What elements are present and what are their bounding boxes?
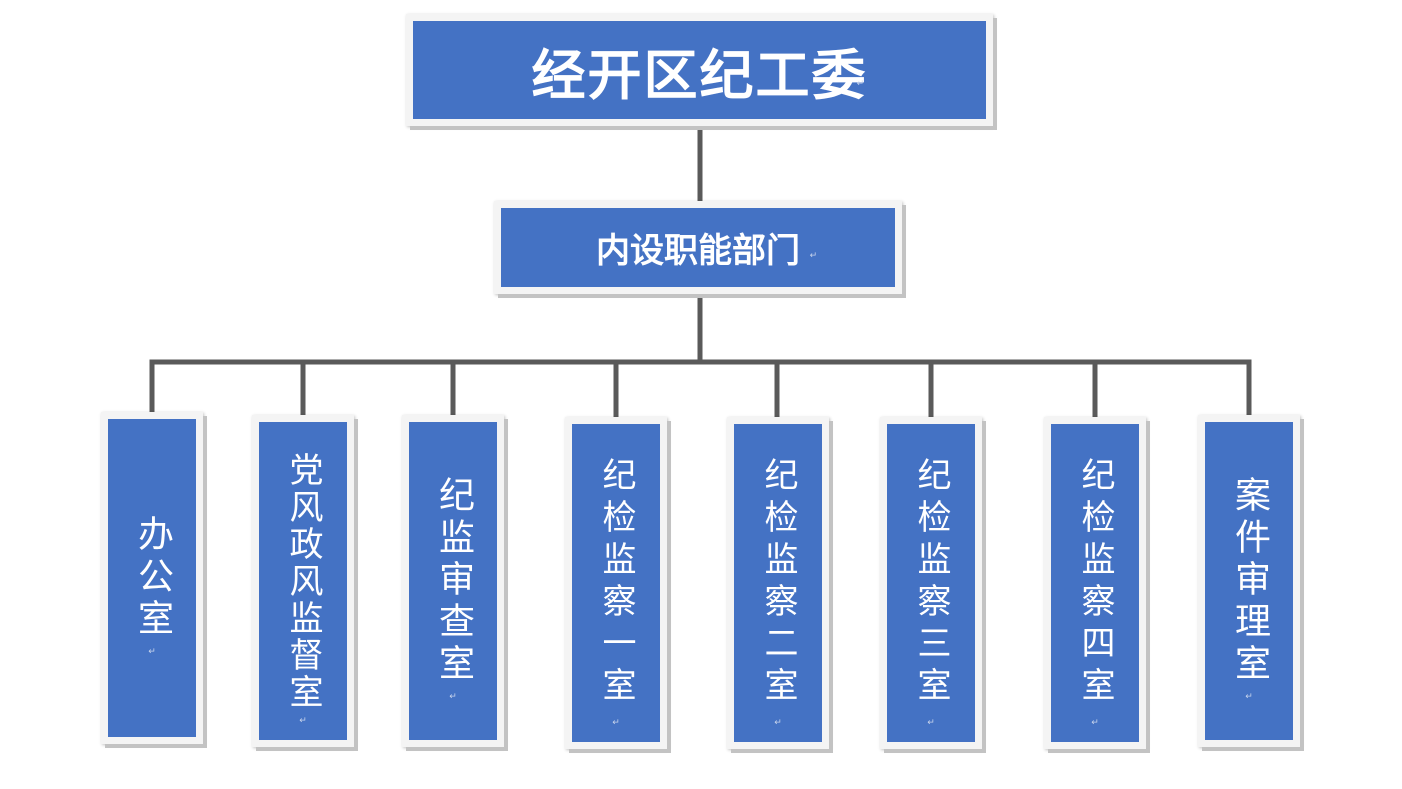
paragraph-mark-icon: ↵ bbox=[1245, 692, 1253, 702]
paragraph-mark-icon: ↵ bbox=[612, 718, 620, 728]
dept-node-inspection-3: 纪检监察三室 ↵ bbox=[880, 417, 982, 749]
root-node: 经开区纪工委 ↵ bbox=[406, 14, 993, 126]
dept-label: 纪检监察四室 bbox=[1075, 457, 1115, 709]
paragraph-mark-icon: ↵ bbox=[856, 79, 865, 89]
dept-node-office: 办公室 ↵ bbox=[101, 412, 203, 744]
dept-node-inspection-4: 纪检监察四室 ↵ bbox=[1044, 417, 1146, 749]
paragraph-mark-icon: ↵ bbox=[809, 251, 818, 261]
paragraph-mark-icon: ↵ bbox=[148, 647, 156, 657]
dept-node-case-review: 案件审理室 ↵ bbox=[1198, 415, 1300, 747]
dept-label: 案件审理室 bbox=[1229, 476, 1270, 686]
dept-node-party-style-supervision: 党风政风监督室 ↵ bbox=[252, 415, 354, 747]
dept-label: 纪监审查室 bbox=[433, 476, 474, 686]
middle-node-label: 内设职能部门 bbox=[596, 231, 800, 271]
dept-node-inspection-1: 纪检监察一室 ↵ bbox=[565, 417, 667, 749]
paragraph-mark-icon: ↵ bbox=[1091, 718, 1099, 728]
middle-node: 内设职能部门 ↵ bbox=[494, 201, 902, 294]
dept-label: 纪检监察二室 bbox=[758, 457, 798, 709]
paragraph-mark-icon: ↵ bbox=[927, 718, 935, 728]
dept-label: 办公室 bbox=[132, 515, 173, 641]
root-node-label: 经开区纪工委 bbox=[531, 42, 868, 107]
dept-label: 纪检监察一室 bbox=[596, 457, 636, 709]
dept-node-review: 纪监审查室 ↵ bbox=[402, 415, 504, 747]
paragraph-mark-icon: ↵ bbox=[299, 716, 307, 726]
dept-node-inspection-2: 纪检监察二室 ↵ bbox=[727, 417, 829, 749]
paragraph-mark-icon: ↵ bbox=[449, 692, 457, 702]
dept-label: 党风政风监督室 bbox=[283, 451, 323, 711]
dept-label: 纪检监察三室 bbox=[911, 457, 951, 709]
paragraph-mark-icon: ↵ bbox=[774, 718, 782, 728]
